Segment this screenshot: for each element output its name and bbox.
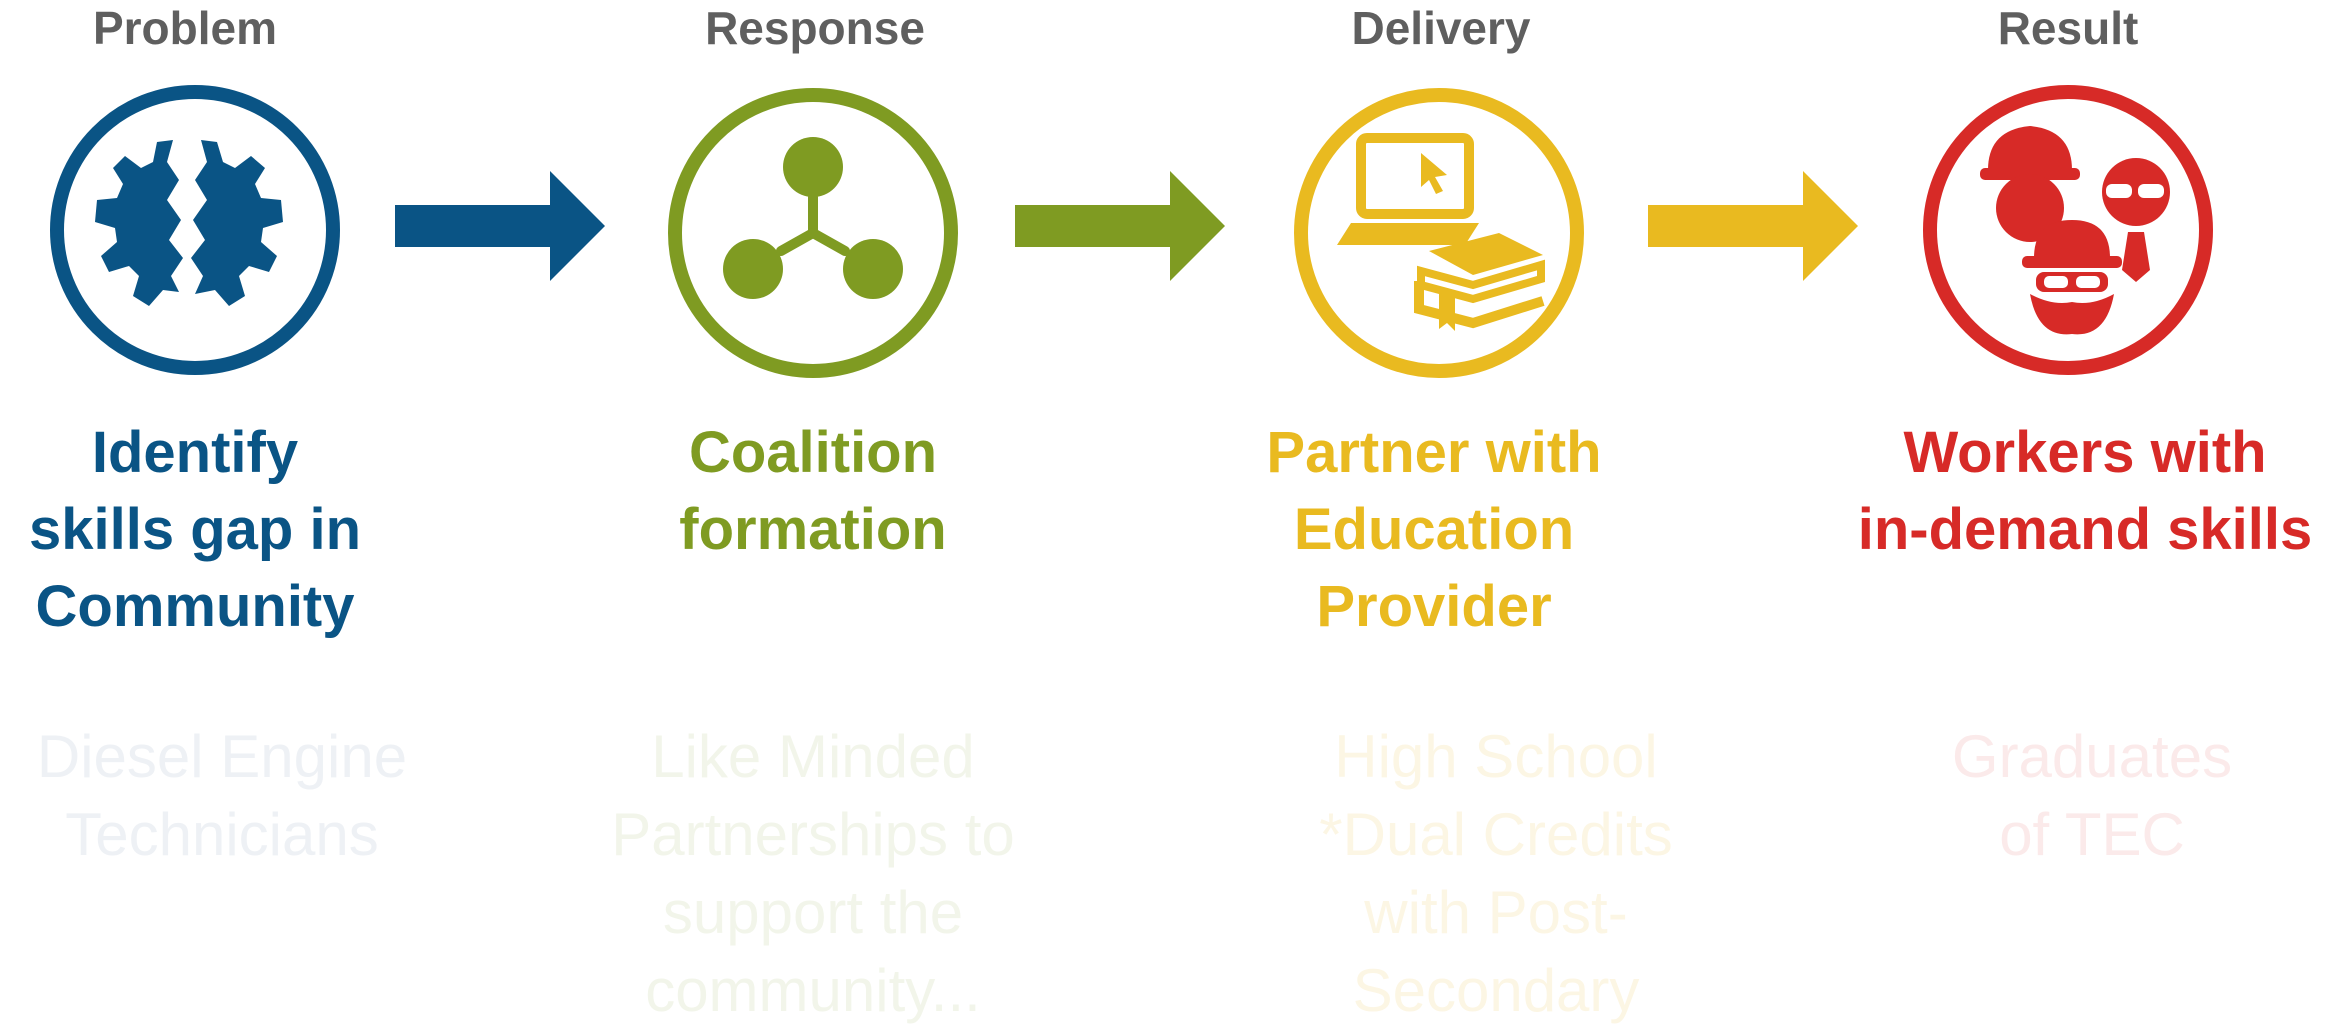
stage-title-delivery: Partner with Education Provider [1266, 420, 1602, 639]
stage-title-problem: Identify skills gap in Community [29, 420, 361, 639]
laptop-and-books-icon [1294, 88, 1584, 378]
stage-title-response: Coalition formation [679, 420, 947, 562]
stage-label-result: Result [1997, 2, 2139, 54]
broken-gear-icon [50, 85, 340, 375]
network-nodes-icon [668, 88, 958, 378]
stage-detail-result: Graduates of TEC [1951, 723, 2233, 868]
arrow-right-icon [395, 171, 605, 281]
stage-detail-problem: Diesel Engine Technicians [36, 723, 408, 868]
stage-label-delivery: Delivery [1351, 2, 1531, 54]
stage-label-response: Response [705, 2, 925, 54]
arrow-right-icon [1015, 171, 1225, 281]
arrow-right-icon [1648, 171, 1858, 281]
workers-group-icon [1923, 85, 2213, 375]
stage-label-problem: Problem [92, 2, 278, 54]
stage-detail-response: Like Minded Partnerships to support the … [611, 723, 1015, 1024]
stage-detail-delivery: High School *Dual Credits with Post- Sec… [1319, 723, 1673, 1024]
stage-title-result: Workers with in-demand skills [1857, 420, 2313, 562]
